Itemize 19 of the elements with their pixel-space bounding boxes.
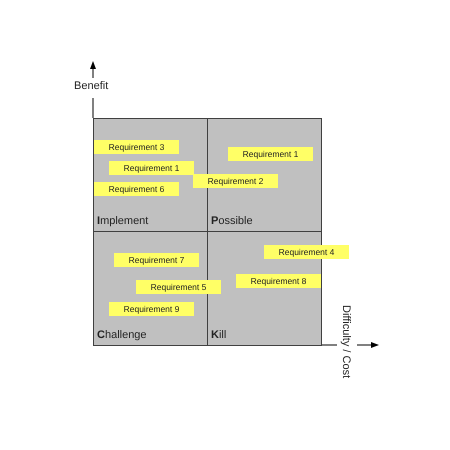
requirement-note: Requirement 3 xyxy=(94,140,179,154)
requirement-note: Requirement 4 xyxy=(264,245,349,259)
requirement-note: Requirement 5 xyxy=(136,280,221,294)
requirement-note: Requirement 9 xyxy=(109,302,194,316)
requirement-note: Requirement 8 xyxy=(236,274,321,288)
axis-label: Benefit xyxy=(74,81,108,92)
quadrant-label: Kill xyxy=(211,330,226,341)
quadrant-label: Challenge xyxy=(97,330,147,341)
requirement-note: Requirement 1 xyxy=(228,147,313,161)
quadrant-label: Implement xyxy=(97,216,148,227)
quadrant-panel xyxy=(93,231,208,346)
requirement-note: Requirement 7 xyxy=(114,253,199,267)
requirement-note: Requirement 2 xyxy=(193,174,278,188)
quadrant-panel xyxy=(93,118,208,232)
quadrant-label: Possible xyxy=(211,216,253,227)
quadrant-panel xyxy=(207,118,322,232)
requirement-note: Requirement 1 xyxy=(109,161,194,175)
axis-label: Difficulty / Cost xyxy=(340,305,351,378)
requirement-note: Requirement 6 xyxy=(94,182,179,196)
